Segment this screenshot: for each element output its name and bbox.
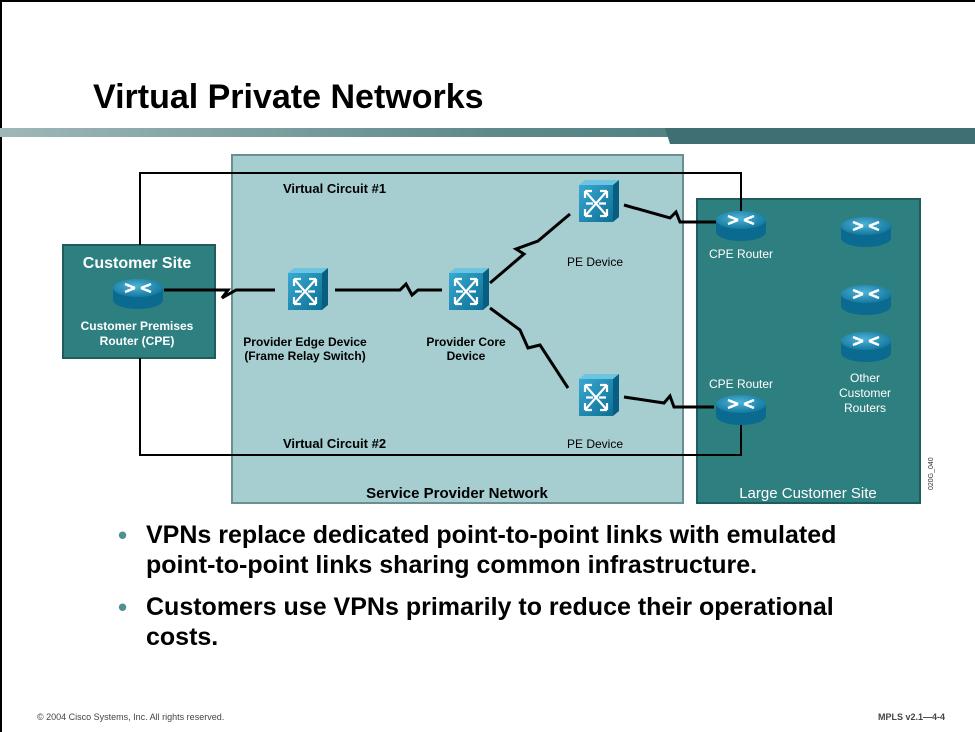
virtual-circuit-2-line xyxy=(139,358,742,456)
bullet-list: • VPNs replace dedicated point-to-point … xyxy=(118,520,878,664)
figure-code: 020G_040 xyxy=(928,457,935,490)
pe-device-1-icon xyxy=(577,178,621,224)
slide-top-border xyxy=(0,0,975,2)
provider-edge-label-line2: (Frame Relay Switch) xyxy=(244,349,365,363)
virtual-circuit-2-label: Virtual Circuit #2 xyxy=(283,436,386,451)
header-band xyxy=(0,128,975,144)
provider-core-label-line2: Device xyxy=(447,349,486,363)
other-router-2-icon xyxy=(839,283,893,317)
virtual-circuit-1-line xyxy=(139,172,742,245)
cpe-label-line2: Router (CPE) xyxy=(100,334,175,348)
provider-edge-switch-icon xyxy=(286,266,330,312)
virtual-circuit-1-label: Virtual Circuit #1 xyxy=(283,181,386,196)
link-edge-to-core xyxy=(335,281,442,298)
bullet-text-2: Customers use VPNs primarily to reduce t… xyxy=(146,593,834,651)
bullet-dot-icon: • xyxy=(118,520,128,550)
large-customer-site-label: Large Customer Site xyxy=(739,485,877,502)
pe-device-1-label: PE Device xyxy=(567,255,623,269)
vpn-diagram: Service Provider Network Large Customer … xyxy=(62,154,935,504)
bullet-item-2: • Customers use VPNs primarily to reduce… xyxy=(118,592,878,652)
link-core-to-pe1 xyxy=(489,212,571,285)
customer-site-label: Customer Site xyxy=(83,255,192,272)
other-router-3-icon xyxy=(839,330,893,364)
cpe-router-2-icon xyxy=(714,393,768,427)
cpe-router-2-label: CPE Router xyxy=(709,377,773,391)
footer-copyright: © 2004 Cisco Systems, Inc. All rights re… xyxy=(37,712,225,722)
link-core-to-pe2 xyxy=(489,306,570,389)
link-pe2-to-cpe xyxy=(623,393,714,409)
footer-course-code: MPLS v2.1—4-4 xyxy=(877,712,945,722)
cpe-router-1-label: CPE Router xyxy=(709,247,773,261)
provider-core-label-line1: Provider Core xyxy=(426,335,506,349)
link-cpe-to-edge xyxy=(164,288,275,300)
cpe-label-line1: Customer Premises xyxy=(81,319,194,333)
pe-device-2-label: PE Device xyxy=(567,437,623,451)
other-router-1-icon xyxy=(839,215,893,249)
other-routers-label-line2: Customer xyxy=(839,386,891,400)
slide-left-border xyxy=(0,0,2,732)
link-pe1-to-cpe xyxy=(623,203,716,224)
slide-title: Virtual Private Networks xyxy=(93,78,484,116)
customer-premises-router-icon xyxy=(111,277,165,311)
other-routers-label-line1: Other xyxy=(850,371,880,385)
pe-device-2-icon xyxy=(577,372,621,418)
provider-core-switch-icon xyxy=(447,266,491,312)
bullet-dot-icon: • xyxy=(118,592,128,622)
cpe-router-1-icon xyxy=(714,209,768,243)
cisco-com-label: Cisco.com xyxy=(821,146,897,163)
service-provider-network-label: Service Provider Network xyxy=(366,485,548,502)
bullet-text-1: VPNs replace dedicated point-to-point li… xyxy=(146,521,837,579)
other-routers-label-line3: Routers xyxy=(844,401,886,415)
bullet-item-1: • VPNs replace dedicated point-to-point … xyxy=(118,520,878,580)
provider-edge-label-line1: Provider Edge Device xyxy=(243,335,367,349)
